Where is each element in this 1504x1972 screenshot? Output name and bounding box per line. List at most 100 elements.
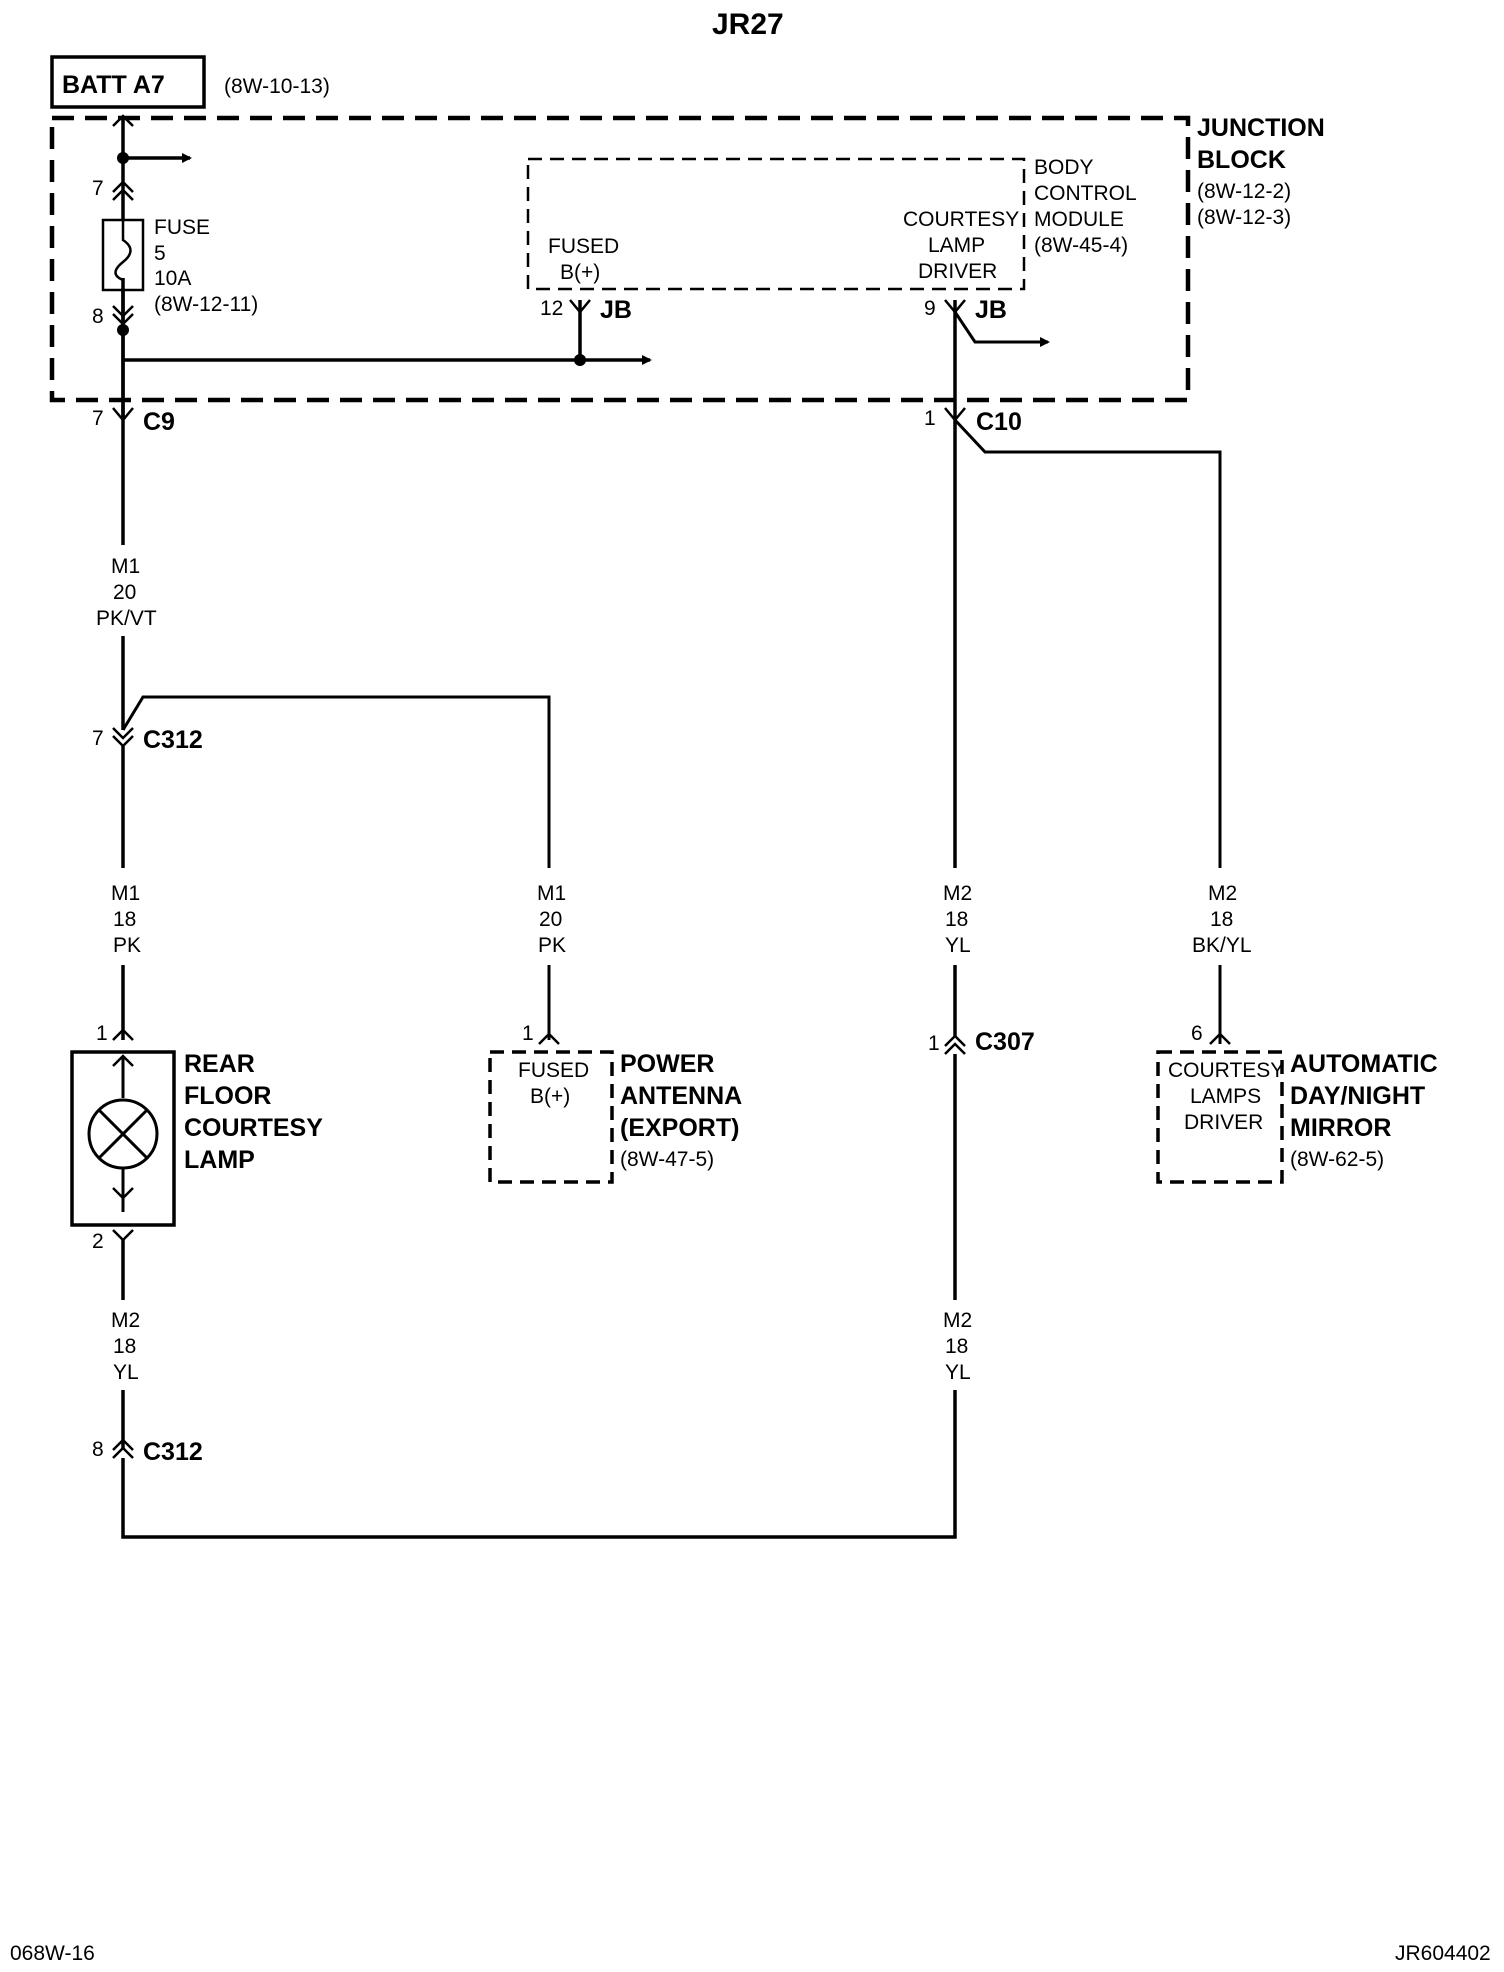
w5-color: BK/YL: [1192, 934, 1252, 957]
bcm-label-2: CONTROL: [1034, 182, 1137, 205]
w7-circuit: M2: [943, 1309, 972, 1332]
mirror-inner-1: COURTESY: [1168, 1059, 1284, 1082]
mirror-inner-3: DRIVER: [1184, 1111, 1263, 1134]
c312-bottom-name: C312: [143, 1438, 203, 1466]
m2-yl-return-wire: [121, 1390, 957, 1539]
w6-gauge: 18: [113, 1335, 136, 1358]
w4-color: YL: [945, 934, 971, 957]
c307-connector-icon: [944, 1034, 966, 1055]
junction-block-outline: [49, 115, 1191, 403]
lamp-pin-top: 1: [96, 1022, 108, 1045]
fuse-pin-top: 7: [92, 177, 104, 200]
w3-color: PK: [538, 934, 566, 957]
bcm-fused-pin-connector-icon: [569, 299, 591, 314]
c10-name: C10: [976, 408, 1022, 436]
fuse-label: FUSE: [154, 216, 210, 239]
lamp-label-3: COURTESY: [184, 1114, 323, 1142]
c312-bottom-connector-icon: [112, 1438, 134, 1459]
c10-pin: 1: [924, 407, 936, 430]
lamp-pin-2-connector-icon: [112, 1229, 134, 1242]
rear-floor-courtesy-lamp-box: [70, 1050, 176, 1227]
bcm-driver-label-1: COURTESY: [903, 208, 1019, 231]
w3-gauge: 20: [539, 908, 562, 931]
bcm-driver-pin: 9: [924, 297, 936, 320]
m1-pk-antenna-wire-upper: [121, 695, 551, 868]
antenna-pin-connector-icon: [538, 1032, 560, 1045]
footer-right: JR604402: [1395, 1942, 1491, 1965]
lamp-label-4: LAMP: [184, 1146, 255, 1174]
batt-ref: (8W-10-13): [224, 75, 330, 98]
antenna-label-1: POWER: [620, 1050, 714, 1078]
w4-circuit: M2: [943, 882, 972, 905]
w3-circuit: M1: [537, 882, 566, 905]
lamp-pin-1-connector-icon: [112, 1028, 134, 1041]
antenna-ref: (8W-47-5): [620, 1148, 714, 1171]
w2-circuit: M1: [111, 882, 140, 905]
fuse-pin-7-connector-icon: [112, 180, 134, 201]
c312-top-connector-icon: [112, 727, 134, 748]
bcm-fused-label-2: B(+): [560, 261, 600, 284]
batt-box: [50, 55, 206, 109]
bcm-driver-conn: JB: [975, 296, 1007, 324]
power-antenna-outline: [488, 1050, 614, 1184]
courtesy-driver-branch-wire: [953, 311, 1050, 347]
c9-pin: 7: [92, 407, 104, 430]
c312-top-name: C312: [143, 726, 203, 754]
w6-color: YL: [113, 1361, 139, 1384]
w2-color: PK: [113, 934, 141, 957]
c307-name: C307: [975, 1028, 1035, 1056]
lamp-label-1: REAR: [184, 1050, 255, 1078]
fuse-icon: [101, 218, 145, 292]
mirror-label-1: AUTOMATIC: [1290, 1050, 1438, 1078]
lamp-inner-bottom-chevron-icon: [112, 1187, 134, 1200]
body-control-module-outline: [526, 157, 1026, 291]
w4-gauge: 18: [945, 908, 968, 931]
antenna-inner-1: FUSED: [518, 1059, 589, 1082]
junction-block-label-2: BLOCK: [1197, 146, 1286, 174]
w6-circuit: M2: [111, 1309, 140, 1332]
lamp-inner-top-chevron-icon: [112, 1054, 134, 1067]
bcm-label-1: BODY: [1034, 156, 1094, 179]
bcm-driver-label-3: DRIVER: [918, 260, 997, 283]
w7-gauge: 18: [945, 1335, 968, 1358]
mirror-pin: 6: [1191, 1022, 1203, 1045]
c9-name: C9: [143, 408, 175, 436]
w1-gauge: 20: [113, 581, 136, 604]
junction-block-label-1: JUNCTION: [1197, 114, 1325, 142]
fuse-output-splice: [117, 324, 129, 336]
batt-label: BATT A7: [62, 71, 165, 99]
mirror-inner-2: LAMPS: [1190, 1085, 1261, 1108]
mirror-pin-connector-icon: [1209, 1032, 1231, 1045]
mirror-label-2: DAY/NIGHT: [1290, 1082, 1425, 1110]
bcm-fused-conn: JB: [600, 296, 632, 324]
mirror-label-3: MIRROR: [1290, 1114, 1391, 1142]
antenna-inner-2: B(+): [530, 1085, 570, 1108]
lamp-bulb-icon: [87, 1098, 159, 1170]
bcm-fused-pin: 12: [540, 297, 563, 320]
mirror-ref: (8W-62-5): [1290, 1148, 1384, 1171]
c307-pin: 1: [928, 1032, 940, 1055]
batt-feed-arrow-icon: [112, 114, 134, 127]
bcm-label-3: MODULE: [1034, 208, 1124, 231]
w5-gauge: 18: [1210, 908, 1233, 931]
junction-block-ref-2: (8W-12-3): [1197, 206, 1291, 229]
fuse-rating: 10A: [154, 267, 191, 290]
fuse-ref: (8W-12-11): [154, 293, 258, 316]
c312-bottom-pin: 8: [92, 1438, 104, 1461]
lamp-label-2: FLOOR: [184, 1082, 272, 1110]
c312-top-pin: 7: [92, 727, 104, 750]
junction-block-ref-1: (8W-12-2): [1197, 180, 1291, 203]
m2-bkyl-mirror-wire-upper: [953, 418, 1222, 868]
antenna-label-3: (EXPORT): [620, 1114, 739, 1142]
w1-circuit: M1: [111, 555, 140, 578]
fuse-pin-bottom: 8: [92, 305, 104, 328]
w7-color: YL: [945, 1361, 971, 1384]
bcm-ref: (8W-45-4): [1034, 234, 1128, 257]
w5-circuit: M2: [1208, 882, 1237, 905]
w1-color: PK/VT: [96, 607, 157, 630]
w2-gauge: 18: [113, 908, 136, 931]
bcm-driver-label-2: LAMP: [928, 234, 985, 257]
automatic-mirror-outline: [1156, 1050, 1284, 1184]
antenna-pin: 1: [522, 1022, 534, 1045]
